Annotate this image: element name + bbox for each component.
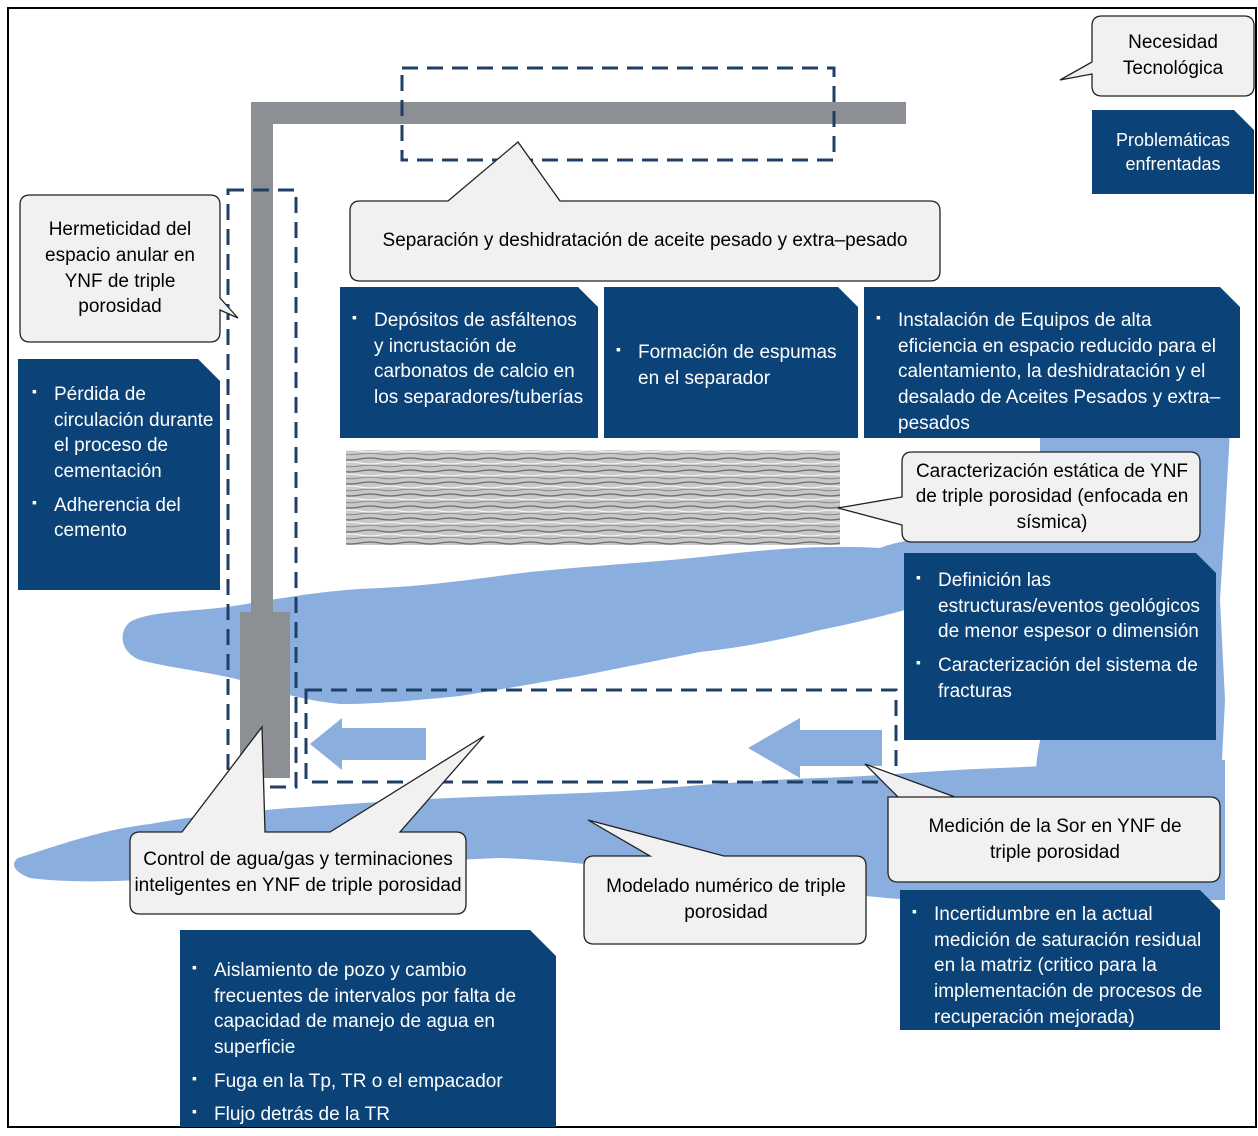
problem-item: Adherencia del cemento bbox=[32, 493, 214, 544]
problem-item: Depósitos de asfáltenos y incrustación d… bbox=[352, 308, 588, 411]
dashed-region-wellbore bbox=[226, 188, 298, 789]
callout-modeling-shape bbox=[583, 819, 867, 945]
callout-separation: Separación y deshidratación de aceite pe… bbox=[382, 230, 908, 252]
dashed-region-separator bbox=[400, 66, 836, 162]
problem-item: Instalación de Equipos de alta eficienci… bbox=[876, 308, 1224, 436]
outer-frame bbox=[7, 7, 1257, 1128]
problem-item: Fuga en la Tp, TR o el empacador bbox=[192, 1069, 544, 1095]
legend-callout-label: Necesidad Tecnológica bbox=[1122, 32, 1224, 79]
problem-box-equipment: Instalación de Equipos de alta eficienci… bbox=[872, 308, 1224, 444]
reservoir-layer-upper bbox=[122, 520, 1050, 704]
problem-box-structures: Definición las estructuras/eventos geoló… bbox=[912, 568, 1202, 712]
production-pipe bbox=[251, 102, 906, 612]
callout-static-characterization: Caracterización estática de YNF de tripl… bbox=[915, 460, 1189, 533]
seismic-section-image bbox=[346, 450, 840, 545]
callout-hermeticity: Hermeticidad del espacio anular en YNF d… bbox=[45, 219, 195, 318]
problem-box-cementing: Pérdida de circulación durante el proces… bbox=[28, 382, 214, 552]
problem-box-foams: Formación de espumas en el separador bbox=[612, 340, 848, 399]
callout-separation-shape bbox=[349, 141, 941, 282]
flow-arrow-right bbox=[748, 718, 882, 778]
callout-numerical-modeling: Modelado numérico de triple porosidad bbox=[606, 876, 846, 923]
problem-box-saturation: Incertidumbre en la actual medición de s… bbox=[908, 902, 1212, 1038]
callout-sor-measurement: Medición de la Sor en YNF de triple poro… bbox=[928, 815, 1182, 863]
legend-box-label: Problemáticas enfrentadas bbox=[1115, 129, 1231, 174]
callout-hermeticity-shape bbox=[19, 194, 239, 343]
flow-arrow-left bbox=[310, 718, 426, 770]
callout-water-gas-shape bbox=[129, 725, 485, 915]
problem-item: Flujo detrás de la TR bbox=[192, 1102, 544, 1128]
problem-box-asphaltenes: Depósitos de asfáltenos y incrustación d… bbox=[348, 308, 588, 419]
callout-static-char-shape bbox=[837, 451, 1201, 543]
problem-item: Formación de espumas en el separador bbox=[616, 340, 848, 391]
legend-box-shape bbox=[1092, 110, 1254, 194]
problem-item: Pérdida de circulación durante el proces… bbox=[32, 382, 214, 485]
callout-sor-shape bbox=[864, 763, 1221, 883]
problem-item: Incertidumbre en la actual medición de s… bbox=[912, 902, 1212, 1030]
dashed-region-reservoir bbox=[304, 688, 898, 784]
problem-box-well: Aislamiento de pozo y cambio frecuentes … bbox=[188, 958, 544, 1136]
callout-legend-shape bbox=[1059, 15, 1255, 97]
callout-water-gas-control: Control de agua/gas y terminaciones inte… bbox=[134, 849, 462, 896]
problem-item: Aislamiento de pozo y cambio frecuentes … bbox=[192, 958, 544, 1061]
problem-item: Definición las estructuras/eventos geoló… bbox=[916, 568, 1202, 645]
problem-item: Caracterización del sistema de fracturas bbox=[916, 653, 1202, 704]
